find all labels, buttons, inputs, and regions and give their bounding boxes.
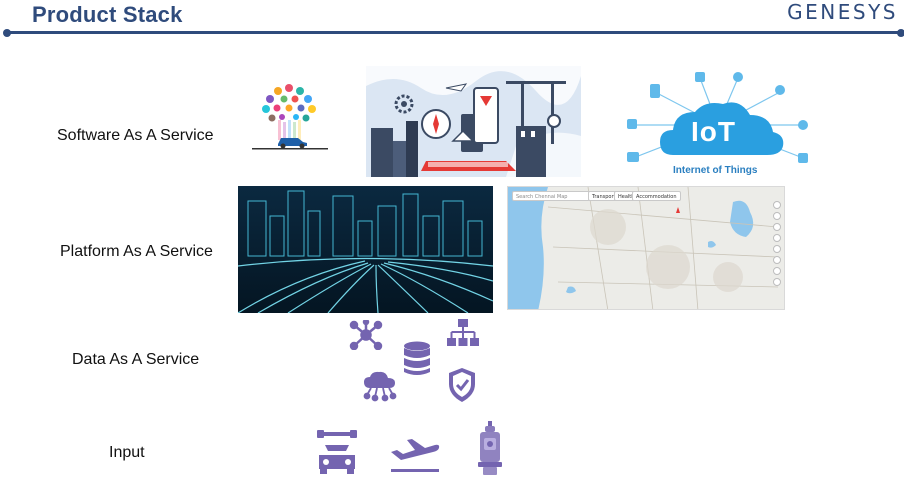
- iot-cloud-illustration: IoT Internet of Things: [615, 70, 821, 178]
- map-toolbar: [773, 201, 781, 301]
- page-title: Product Stack: [32, 2, 183, 27]
- airplane-departure-icon: [389, 438, 441, 479]
- shield-check-icon: [447, 367, 477, 408]
- hierarchy-icon: [446, 318, 480, 353]
- city-map-panel[interactable]: Search Chennai Map Transport Health Acco…: [507, 186, 785, 310]
- map-pin-button[interactable]: [773, 278, 781, 286]
- smart-city-illustration: [366, 66, 581, 177]
- layer-label-input: Input: [109, 444, 145, 461]
- network-hub-icon: [349, 318, 383, 355]
- map-info-button[interactable]: [773, 267, 781, 275]
- database-icon: [403, 341, 431, 382]
- smart-car-apps-illustration: [248, 80, 330, 152]
- header-divider: [3, 28, 904, 37]
- layer-label-paas: Platform As A Service: [60, 243, 213, 260]
- surveying-instrument-icon: [475, 421, 505, 482]
- map-layer-button[interactable]: [773, 234, 781, 242]
- iot-logo-text: IoT: [691, 116, 736, 147]
- brand-logo: GENESYS: [787, 0, 898, 24]
- map-search-input[interactable]: Search Chennai Map: [512, 191, 590, 201]
- digital-city-illustration: [238, 186, 493, 313]
- layer-label-daas: Data As A Service: [72, 351, 200, 368]
- map-zoom-out-button[interactable]: [773, 212, 781, 220]
- layer-label-saas: Software As A Service: [57, 127, 214, 144]
- map-chip-accommodation[interactable]: Accommodation: [632, 191, 681, 201]
- car-repair-icon: [316, 429, 358, 480]
- map-zoom-in-button[interactable]: [773, 201, 781, 209]
- map-measure-button[interactable]: [773, 256, 781, 264]
- map-draw-button[interactable]: [773, 245, 781, 253]
- iot-caption: Internet of Things: [673, 165, 758, 176]
- map-locate-button[interactable]: [773, 223, 781, 231]
- cloud-network-icon: [361, 370, 399, 407]
